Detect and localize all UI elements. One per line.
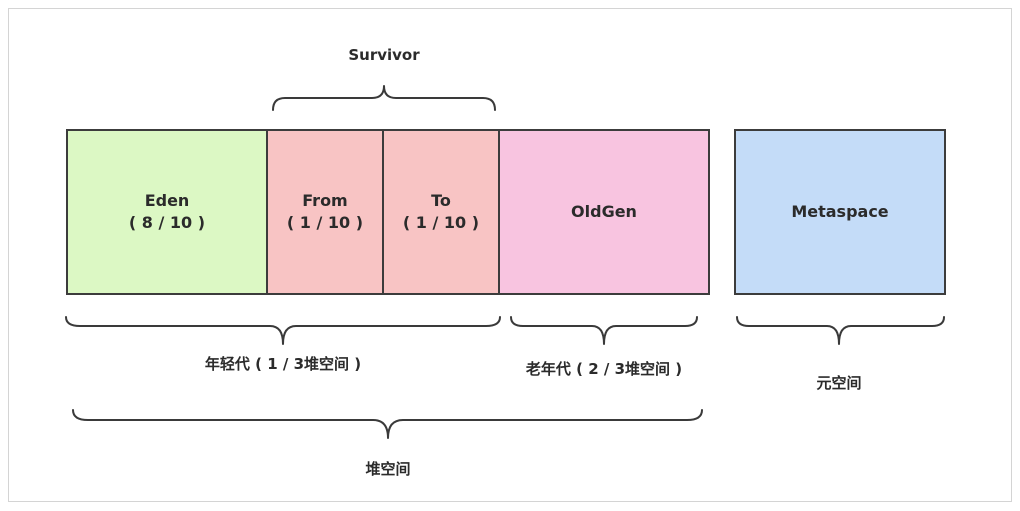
to-ratio: ( 1 / 10 ) bbox=[402, 213, 480, 232]
young-gen-label: 年轻代 ( 1 / 3堆空间 ) bbox=[204, 355, 362, 373]
old-gen-title: OldGen bbox=[571, 202, 637, 221]
metaspace-box: Metaspace bbox=[734, 129, 946, 295]
old-gen-label: 老年代 ( 2 / 3堆空间 ) bbox=[525, 360, 683, 378]
survivor-label: Survivor bbox=[348, 46, 420, 64]
from-box: From ( 1 / 10 ) bbox=[266, 129, 384, 295]
eden-box: Eden ( 8 / 10 ) bbox=[66, 129, 268, 295]
from-title: From bbox=[302, 191, 348, 210]
metaspace-label: 元空间 bbox=[816, 374, 862, 392]
eden-title: Eden bbox=[144, 191, 190, 210]
metaspace-title: Metaspace bbox=[791, 202, 889, 221]
eden-ratio: ( 8 / 10 ) bbox=[128, 213, 206, 232]
to-title: To bbox=[431, 191, 451, 210]
from-ratio: ( 1 / 10 ) bbox=[286, 213, 364, 232]
heap-label: 堆空间 bbox=[365, 460, 411, 478]
to-box: To ( 1 / 10 ) bbox=[382, 129, 500, 295]
old-gen-box: OldGen bbox=[498, 129, 710, 295]
